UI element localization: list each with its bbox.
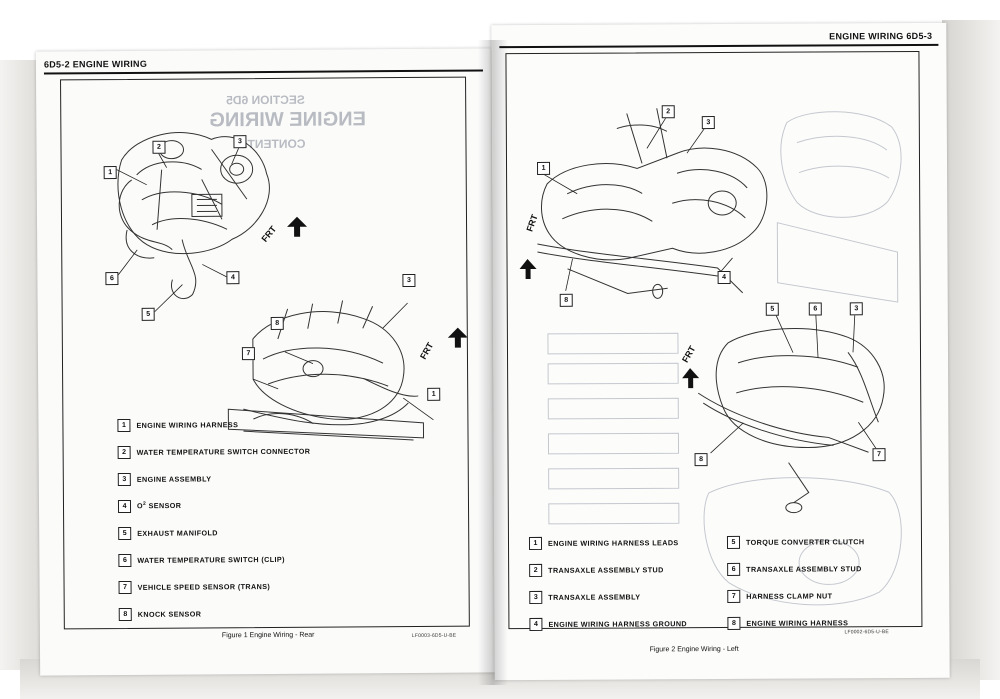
- callout-8: 8: [694, 453, 708, 467]
- legend-item: 2 WATER TEMPERATURE SWITCH CONNECTOR: [117, 444, 311, 459]
- callout-1: 1: [537, 161, 551, 175]
- legend-item: 7 HARNESS CLAMP NUT: [727, 588, 865, 603]
- figure-code: LF0002-6D5-U-BE: [844, 629, 889, 636]
- callout-3: 3: [849, 302, 863, 316]
- callout-1: 1: [427, 387, 441, 401]
- left-page-header: 6D5-2 ENGINE WIRING: [43, 58, 148, 70]
- legend-item: 3 TRANSAXLE ASSEMBLY: [529, 589, 687, 604]
- callout-5: 5: [765, 302, 779, 316]
- callout-8: 8: [270, 316, 284, 330]
- callout-6: 6: [105, 272, 119, 286]
- callout-3: 3: [701, 116, 715, 130]
- figure-caption: Figure 1 Engine Wiring - Rear: [221, 631, 315, 640]
- callout-5: 5: [141, 307, 155, 321]
- callout-4: 4: [226, 271, 240, 285]
- legend-item: 7 VEHICLE SPEED SENSOR (TRANS): [118, 579, 312, 594]
- right-page-header: ENGINE WIRING 6D5-3: [829, 30, 933, 42]
- left-page: 6D5-2 ENGINE WIRING SECTION 6D5 ENGINE W…: [35, 48, 496, 676]
- left-header-rule: [43, 69, 483, 75]
- figure-code: LF0003-6D5-U-BE: [411, 632, 457, 639]
- legend-item: 8 ENGINE WIRING HARNESS: [727, 615, 865, 630]
- right-header-rule: [499, 43, 939, 49]
- left-figure-legend: 1 ENGINE WIRING HARNESS 2 WATER TEMPERAT…: [117, 417, 311, 634]
- legend-item: 1 ENGINE WIRING HARNESS: [117, 417, 310, 432]
- callout-2: 2: [152, 140, 166, 154]
- right-page: ENGINE WIRING 6D5-3: [491, 22, 950, 681]
- right-figure-frame: FRT FRT 1 2 3 4 8 5 6 3 8 7 1 ENGINE WIR…: [505, 50, 923, 631]
- legend-item: 6 WATER TEMPERATURE SWITCH (CLIP): [118, 552, 311, 567]
- legend-item: 2 TRANSAXLE ASSEMBLY STUD: [529, 562, 687, 577]
- right-figure-legend-left: 1 ENGINE WIRING HARNESS LEADS 2 TRANSAXL…: [528, 535, 687, 644]
- callout-6: 6: [808, 302, 822, 316]
- book-gutter-shadow: [478, 40, 508, 685]
- callout-3: 3: [233, 135, 247, 149]
- callout-1: 1: [103, 166, 117, 180]
- left-figure-frame: SECTION 6D5 ENGINE WIRING CONTENTS: [60, 76, 470, 630]
- legend-item: 1 ENGINE WIRING HARNESS LEADS: [528, 535, 687, 550]
- callout-7: 7: [872, 448, 886, 462]
- legend-item: 8 KNOCK SENSOR: [118, 606, 312, 621]
- legend-item: 4 ENGINE WIRING HARNESS GROUND: [529, 616, 687, 631]
- page-stack-right-edge: [942, 20, 1000, 680]
- legend-item: 5 EXHAUST MANIFOLD: [118, 525, 311, 540]
- legend-item: 3 ENGINE ASSEMBLY: [117, 471, 311, 486]
- engine-left-illustration: [519, 108, 902, 606]
- legend-item: 6 TRANSAXLE ASSEMBLY STUD: [727, 561, 865, 576]
- callout-7: 7: [241, 347, 255, 361]
- engine-rear-illustration: [111, 132, 468, 441]
- callout-8: 8: [559, 293, 573, 307]
- right-figure-legend-right: 5 TORQUE CONVERTER CLUTCH 6 TRANSAXLE AS…: [726, 534, 865, 643]
- figure-caption: Figure 2 Engine Wiring - Left: [649, 645, 739, 654]
- legend-item: 5 TORQUE CONVERTER CLUTCH: [726, 534, 865, 549]
- callout-4: 4: [717, 270, 731, 285]
- legend-item: 4 O2 SENSOR: [117, 498, 311, 513]
- callout-3: 3: [402, 273, 416, 288]
- callout-2: 2: [661, 105, 675, 119]
